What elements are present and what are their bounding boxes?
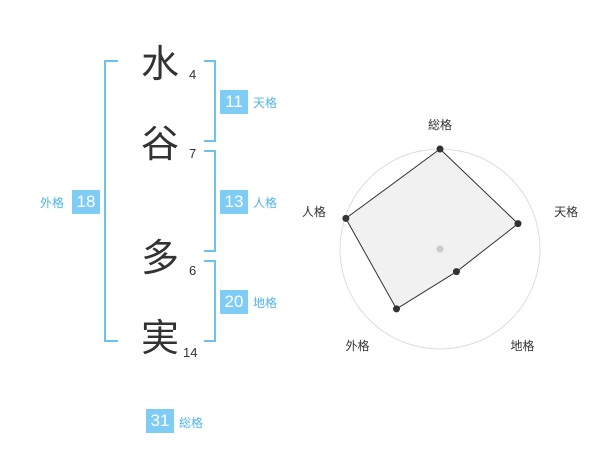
radar-point-2 xyxy=(514,220,522,228)
name-char-1: 水 xyxy=(140,42,179,86)
radar-axis-label-1: 総格 xyxy=(428,117,452,132)
soukaku-value: 31 xyxy=(146,409,174,433)
tenkaku-value: 11 xyxy=(220,90,248,114)
jinkaku-bracket xyxy=(204,150,216,252)
radar-point-4 xyxy=(393,305,401,313)
chikaku-bracket xyxy=(204,260,216,342)
chikaku-label: 地格 xyxy=(253,296,278,310)
soukaku-label: 総格 xyxy=(179,416,204,430)
radar-axis-label-4: 外格 xyxy=(345,338,369,353)
tenkaku-label: 天格 xyxy=(253,96,278,110)
radar-axis-label-2: 天格 xyxy=(554,204,578,219)
stroke-count-1: 4 xyxy=(189,67,197,82)
radar-point-5 xyxy=(342,214,350,222)
stroke-count-2: 7 xyxy=(189,146,197,161)
radar-center-dot xyxy=(436,245,444,253)
stroke-count-3: 6 xyxy=(189,263,197,278)
jinkaku-label: 人格 xyxy=(253,196,278,210)
radar-point-1 xyxy=(436,145,444,153)
radar-axis-label-5: 人格 xyxy=(302,204,326,219)
jinkaku-value: 13 xyxy=(220,190,248,214)
radar-point-3 xyxy=(452,268,460,276)
gaikaku-label: 外格 xyxy=(40,196,65,210)
radar-polygon xyxy=(345,148,519,310)
name-char-2: 谷 xyxy=(140,122,179,166)
stroke-count-4: 14 xyxy=(183,345,198,360)
tenkaku-bracket xyxy=(204,60,216,142)
name-char-4: 実 xyxy=(140,316,179,360)
radar-axis-label-3: 地格 xyxy=(511,338,535,353)
gaikaku-value: 18 xyxy=(72,190,100,214)
name-char-3: 多 xyxy=(140,236,179,280)
gaikaku-bracket xyxy=(104,60,118,342)
chikaku-value: 20 xyxy=(220,290,248,314)
